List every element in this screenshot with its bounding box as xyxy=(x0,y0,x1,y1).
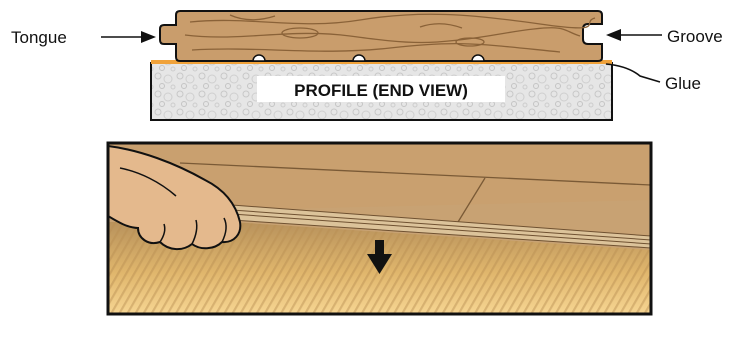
glue-leader-line xyxy=(606,64,660,82)
tongue-arrowhead xyxy=(141,31,156,43)
tongue-callout: Tongue xyxy=(11,28,156,47)
profile-illustration: PROFILE (END VIEW) xyxy=(151,11,612,120)
installation-illustration xyxy=(108,143,651,314)
glue-callout: Glue xyxy=(606,64,701,93)
wood-plank xyxy=(160,11,602,61)
groove-callout: Groove xyxy=(606,27,723,46)
glue-label: Glue xyxy=(665,74,701,93)
groove-arrowhead xyxy=(606,29,621,41)
groove-label: Groove xyxy=(667,27,723,46)
profile-label: PROFILE (END VIEW) xyxy=(294,81,468,100)
tongue-label: Tongue xyxy=(11,28,67,47)
